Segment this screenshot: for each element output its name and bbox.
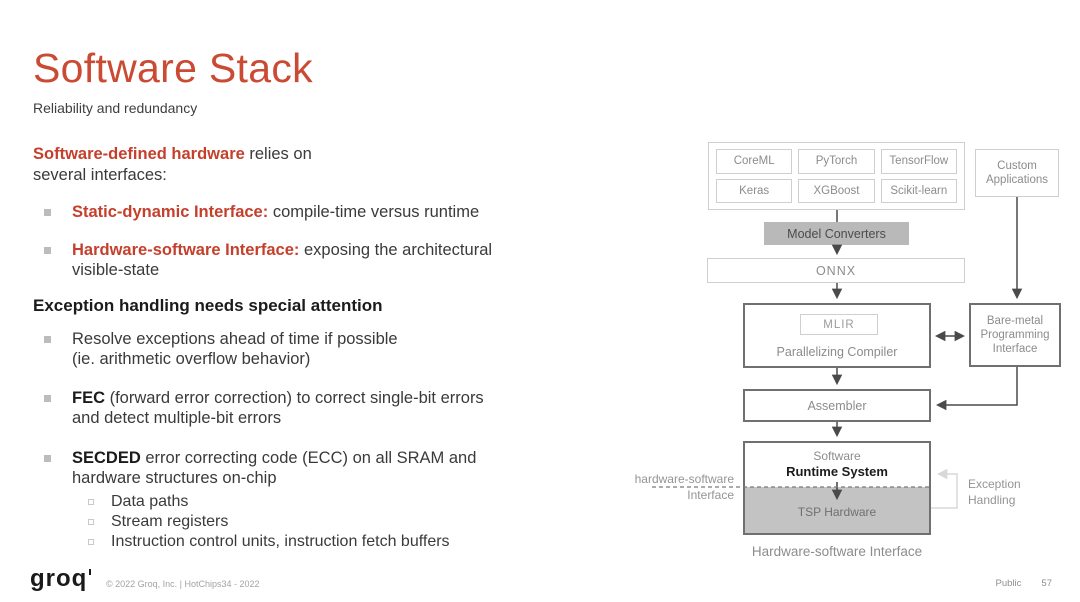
bullet-content: SECDED error correcting code (ECC) on al…: [72, 448, 476, 552]
bullet-bold-text: SECDED: [72, 448, 141, 467]
intro-rest-text: relies on several interfaces:: [33, 145, 312, 184]
text-column: Software Stack Reliability and redundanc…: [33, 44, 658, 552]
section-heading-exception-handling: Exception handling needs special attenti…: [33, 295, 383, 315]
framework-box-scikit-learn: Scikit-learn: [880, 178, 957, 203]
sub-bullet-square-icon: [88, 518, 94, 525]
bullet-text: FEC (forward error correction) to correc…: [72, 388, 484, 429]
hardware-software-interface-side-label: hardware-software Interface: [634, 472, 734, 502]
bullet-static-dynamic: Static-dynamic Interface: compile-time v…: [33, 202, 658, 223]
exception-handling-connector: [931, 468, 958, 509]
sub-bullet-text: Instruction control units, instruction f…: [111, 532, 450, 550]
bullet-secded: SECDED error correcting code (ECC) on al…: [33, 448, 658, 552]
page-info: Public 57: [996, 578, 1052, 589]
exception-handling-label: Exception Handling: [968, 477, 1021, 507]
runtime-system-label: Runtime System: [786, 464, 888, 479]
tsp-hardware-region: TSP Hardware: [745, 487, 929, 533]
groq-logo-text: groq: [30, 565, 88, 592]
runtime-software-label: Software: [813, 449, 861, 463]
bullet-bold-text: FEC: [72, 388, 105, 407]
bullet-fec: FEC (forward error correction) to correc…: [33, 388, 658, 429]
framework-box-xgboost: XGBoost: [798, 178, 875, 203]
frameworks-panel: CoreML PyTorch TensorFlow Keras XGBoost …: [708, 142, 965, 210]
runtime-system-labels: Software Runtime System: [745, 449, 929, 480]
bullet-bold-text: Static-dynamic Interface:: [72, 203, 269, 221]
bullet-rest-text: exposing the architectural visible-state: [72, 240, 493, 280]
framework-box-pytorch: PyTorch: [798, 149, 875, 174]
tsp-hardware-label: TSP Hardware: [797, 505, 877, 519]
bullet-rest-text: Resolve exceptions ahead of time if poss…: [72, 329, 398, 369]
sub-bullet-data-paths: Data paths: [72, 492, 476, 512]
bullet-square-icon: [44, 454, 51, 462]
logo-trademark-tick-icon: [89, 569, 92, 575]
page-title: Software Stack: [33, 45, 313, 91]
bullet-square-icon: [44, 246, 51, 254]
bullet-content: Resolve exceptions ahead of time if poss…: [72, 329, 398, 370]
parallelizing-compiler-label: Parallelizing Compiler: [776, 345, 898, 359]
bullet-hardware-software: Hardware-software Interface: exposing th…: [33, 240, 658, 281]
diagram-caption: Hardware-software Interface: [751, 544, 923, 559]
bullet-text: Resolve exceptions ahead of time if poss…: [72, 329, 398, 370]
bullet-content: Hardware-software Interface: exposing th…: [72, 240, 492, 281]
bullet-text: SECDED error correcting code (ECC) on al…: [72, 448, 476, 489]
sub-bullet-text: Data paths: [111, 492, 189, 510]
assembler-box: Assembler: [743, 389, 931, 422]
classification-label: Public: [995, 578, 1022, 589]
custom-applications-box: Custom Applications: [975, 149, 1059, 197]
framework-box-coreml: CoreML: [716, 149, 793, 174]
bullet-square-icon: [44, 335, 51, 343]
bullet-rest-text: (forward error correction) to correct si…: [72, 388, 484, 428]
model-converters-box: Model Converters: [764, 222, 909, 245]
bullet-text: Static-dynamic Interface: compile-time v…: [72, 202, 479, 223]
mlir-box: MLIR: [800, 314, 878, 335]
bare-metal-programming-interface-box: Bare-metal Programming Interface: [969, 303, 1061, 367]
bullet-square-icon: [44, 209, 51, 216]
sub-bullet-stream-registers: Stream registers: [72, 512, 476, 532]
bullet-square-icon: [44, 394, 51, 402]
bullet-text: Hardware-software Interface: exposing th…: [72, 240, 492, 281]
intro-paragraph: Software-defined hardware relies on seve…: [33, 144, 658, 186]
groq-logo: groq: [30, 565, 92, 592]
bullet-rest-text: compile-time versus runtime: [268, 203, 480, 221]
bullet-rest-text: error correcting code (ECC) on all SRAM …: [72, 448, 477, 488]
sub-bullet-square-icon: [88, 498, 94, 505]
page-number: 57: [1041, 578, 1052, 589]
bullet-content: FEC (forward error correction) to correc…: [72, 388, 484, 429]
bullet-bold-text: Hardware-software Interface:: [72, 240, 300, 259]
software-stack-diagram: CoreML PyTorch TensorFlow Keras XGBoost …: [620, 120, 1080, 580]
framework-box-tensorflow: TensorFlow: [880, 149, 957, 174]
arrow-bare-metal-to-assembler: [935, 367, 1018, 411]
sub-bullet-square-icon: [88, 538, 94, 545]
page-subtitle: Reliability and redundancy: [33, 100, 198, 116]
sub-bullet-text: Stream registers: [111, 512, 229, 530]
bullet-resolve-exceptions: Resolve exceptions ahead of time if poss…: [33, 329, 658, 370]
bullet-content: Static-dynamic Interface: compile-time v…: [72, 202, 479, 223]
copyright-text: © 2022 Groq, Inc. | HotChips34 - 2022: [106, 579, 260, 589]
sub-bullet-list: Data paths Stream registers Instruction …: [72, 492, 476, 552]
framework-box-keras: Keras: [716, 178, 793, 203]
runtime-system-box: Software Runtime System TSP Hardware: [743, 441, 931, 535]
intro-bold-text: Software-defined hardware: [33, 145, 245, 163]
parallelizing-compiler-box: MLIR Parallelizing Compiler: [743, 303, 931, 368]
onnx-box: ONNX: [707, 258, 965, 283]
sub-bullet-instruction-units: Instruction control units, instruction f…: [72, 532, 476, 552]
